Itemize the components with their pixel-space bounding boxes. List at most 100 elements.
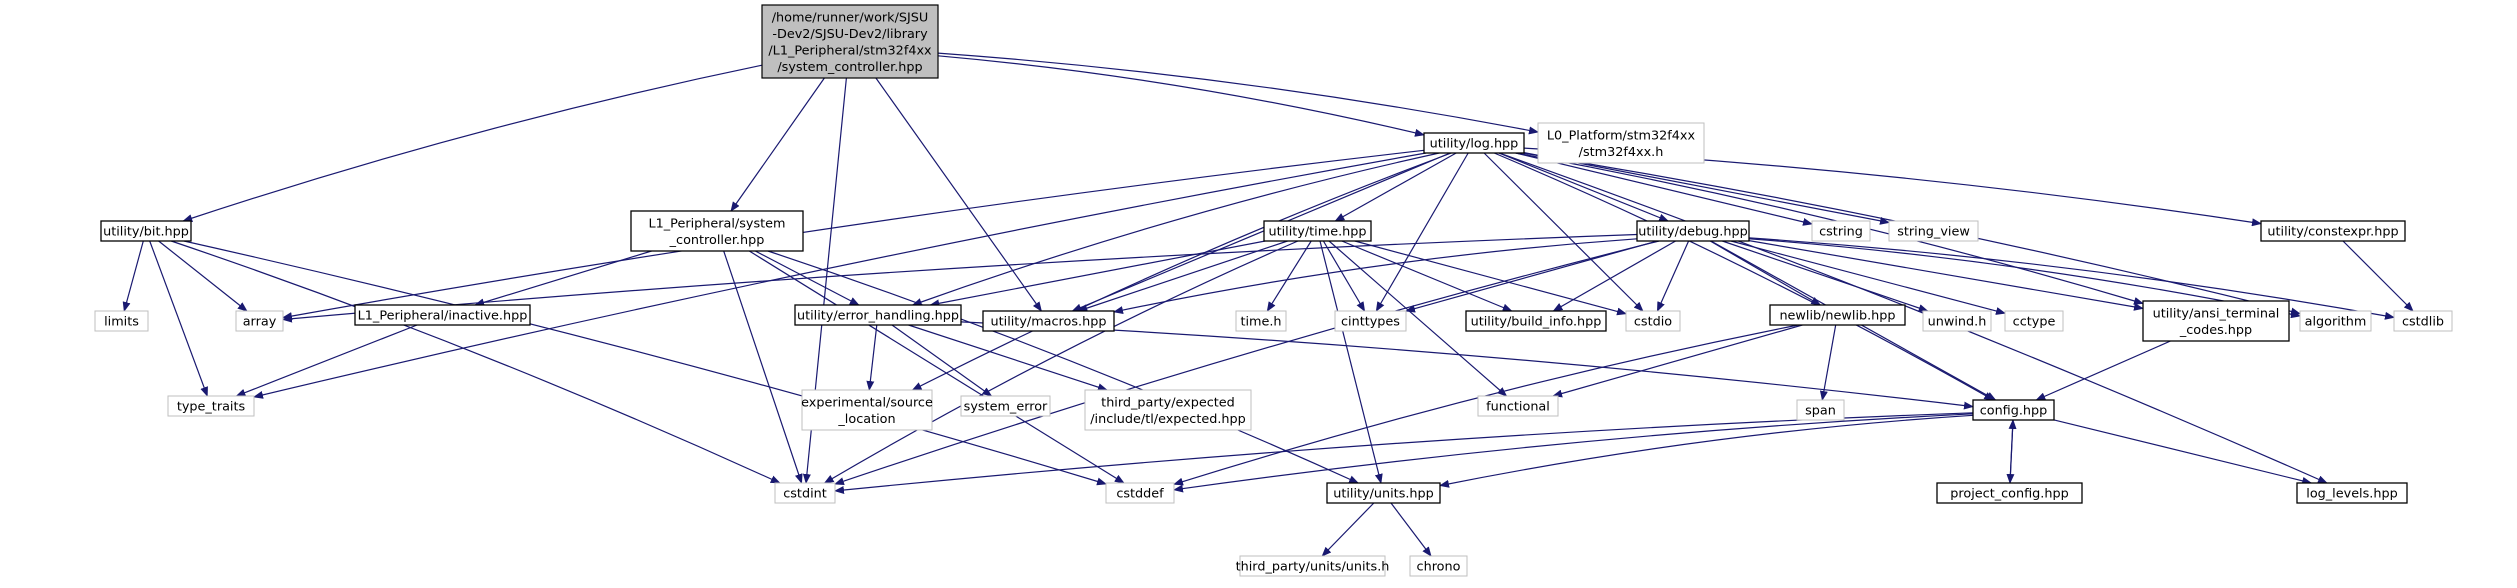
node-log-label-0: utility/log.hpp [1430,137,1519,152]
node-macros[interactable]: utility/macros.hpp [982,310,1115,332]
node-l0-label-1: /stm32f4xx.h [1579,145,1664,160]
node-cstdlib: cstdlib [2393,310,2453,332]
node-expsrc-box [801,389,933,431]
node-string_view-label-0: string_view [1897,225,1970,240]
node-limits-box [94,310,149,332]
node-cctype-label-0: cctype [2013,315,2056,330]
node-inactive-label-0: L1_Peripheral/inactive.hpp [358,309,528,324]
edge-time-to-macros [1077,240,1288,312]
edge-constexpr-to-cstdlib [2342,240,2414,312]
node-cctype-box [2004,310,2064,332]
node-cstdint: cstdint [774,482,836,504]
node-inactive[interactable]: L1_Peripheral/inactive.hpp [354,304,531,326]
node-root-box [761,4,939,79]
edge-config-to-cstddef [1173,413,1974,493]
node-unitsh: third_party/units/units.h [1236,555,1390,577]
edge-root-to-macros [875,77,1042,312]
node-bit[interactable]: utility/bit.hpp [100,220,192,242]
edge-debug-to-cctype [1730,240,2006,315]
edge-l1sys-to-units [767,250,1360,484]
edge-time-to-units [1319,240,1383,484]
edge-bit-to-type_traits [149,240,208,397]
node-unwind-box [1922,310,1992,332]
edge-log-to-errh [911,152,1440,306]
node-bit-box [100,220,192,242]
edge-log-to-array [282,149,1425,320]
node-algorithm-box [2299,310,2372,332]
edge-time-to-cstdio [1354,240,1627,316]
node-timeh-box [1235,310,1287,332]
node-expected: third_party/expected/include/tl/expected… [1084,389,1252,431]
node-newlib[interactable]: newlib/newlib.hpp [1769,304,1906,326]
edge-root-to-l0 [937,52,1539,135]
node-unwind-label-0: unwind.h [1928,315,1987,330]
node-newlib-box [1769,304,1906,326]
node-type_traits: type_traits [167,395,255,417]
node-root[interactable]: /home/runner/work/SJSU-Dev2/SJSU-Dev2/li… [761,4,939,79]
node-l0-box [1537,122,1705,164]
node-functional-box [1477,395,1559,417]
node-cstring-box [1811,220,1871,242]
edge-time-to-cstdint [823,240,1299,484]
node-type_traits-box [167,395,255,417]
edge-l1sys-to-cstdint [723,250,803,484]
node-time-box [1263,220,1372,242]
node-l1sys[interactable]: L1_Peripheral/system_controller.hpp [630,210,804,252]
edge-bit-to-cstddef [183,240,1107,486]
node-buildinfo-box [1465,310,1607,332]
node-root-label-2: /L1_Peripheral/stm32f4xx [768,43,932,58]
edge-bit-to-array [158,240,248,312]
node-unitsh-box [1239,555,1386,577]
node-loglevels-label-0: log_levels.hpp [2306,487,2397,502]
node-root-label-1: -Dev2/SJSU-Dev2/library [772,27,928,42]
node-functional: functional [1477,395,1559,417]
node-cstdint-label-0: cstdint [783,487,827,502]
node-cstdio: cstdio [1625,310,1681,332]
node-span-box [1796,399,1845,421]
node-errh[interactable]: utility/error_handling.hpp [794,304,962,326]
edge-root-to-bit [182,64,763,222]
edge-debug-to-cstdlib [1748,237,2395,320]
node-limits-label-0: limits [104,315,139,330]
node-newlib-label-0: newlib/newlib.hpp [1779,309,1895,324]
node-time[interactable]: utility/time.hpp [1263,220,1372,242]
edge-time-to-buildinfo [1341,240,1513,312]
node-limits: limits [94,310,149,332]
edge-inactive-to-type_traits [235,324,418,397]
edge-config-to-loglevels [2053,419,2313,485]
node-array-label-0: array [243,315,277,330]
edge-units-to-unitsh [1321,502,1375,557]
node-debug[interactable]: utility/debug.hpp [1636,220,1750,242]
node-l1sys-label-0: L1_Peripheral/system [649,216,786,231]
node-l0-label-0: L0_Platform/stm32f4xx [1547,128,1696,143]
node-buildinfo[interactable]: utility/build_info.hpp [1465,310,1607,332]
node-config[interactable]: config.hpp [1972,399,2055,421]
node-loglevels[interactable]: log_levels.hpp [2296,482,2408,504]
node-units[interactable]: utility/units.hpp [1326,482,1441,504]
edge-ansi-to-config [2035,340,2171,401]
node-syserr: system_error [960,395,1051,417]
edge-log-to-config [1493,152,1995,401]
node-l0: L0_Platform/stm32f4xx/stm32f4xx.h [1537,122,1705,164]
node-log[interactable]: utility/log.hpp [1423,132,1525,154]
node-cstdio-box [1625,310,1681,332]
edge-newlib-to-span [1819,324,1837,401]
node-span: span [1796,399,1845,421]
node-errh-label-0: utility/error_handling.hpp [797,309,959,324]
node-expected-label-0: third_party/expected [1101,395,1235,410]
edge-debug-to-macros [1113,238,1638,314]
node-expected-box [1084,389,1252,431]
nodes-layer: /home/runner/work/SJSU-Dev2/SJSU-Dev2/li… [94,4,2453,577]
node-constexpr[interactable]: utility/constexpr.hpp [2260,220,2406,242]
edge-root-to-log [937,55,1425,137]
node-ansi[interactable]: utility/ansi_terminal_codes.hpp [2142,300,2290,342]
edge-units-to-chrono [1390,502,1432,557]
node-unitsh-label-0: third_party/units/units.h [1236,560,1390,575]
node-macros-box [982,310,1115,332]
node-projcfg[interactable]: project_config.hpp [1936,482,2083,504]
node-time-label-0: utility/time.hpp [1268,225,1366,240]
node-syserr-box [960,395,1051,417]
edge-root-to-l1sys [730,77,825,212]
node-l1sys-box [630,210,804,252]
edge-time-to-errh [929,240,1266,308]
